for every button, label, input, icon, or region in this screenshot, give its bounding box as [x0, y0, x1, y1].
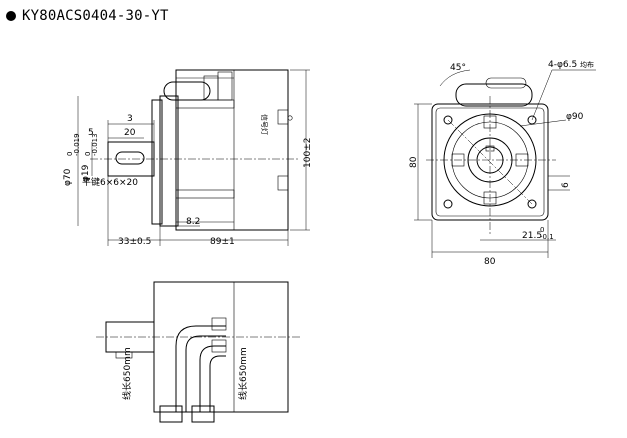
- mounting-flange: [159, 95, 179, 227]
- mount-hole: [443, 115, 453, 125]
- holes-spec: 4-φ6.5: [548, 60, 577, 70]
- shaft-keyway: [115, 151, 145, 165]
- mount-hole: [443, 199, 453, 209]
- mount-hole: [527, 199, 537, 209]
- mount-hole: [527, 115, 537, 125]
- bottom-view: 线长650mm 线长650mm: [96, 281, 300, 423]
- drawing-title: KY80ACS0404-30-YT: [22, 8, 169, 24]
- dim-80-h: 80: [484, 257, 496, 267]
- dim-89: 89±1: [210, 237, 235, 247]
- cable-connector: [191, 405, 215, 423]
- dim-80-v: 80: [409, 156, 419, 168]
- dim-21-5: 21.5: [522, 231, 542, 241]
- dim-phi19: φ19: [81, 164, 91, 182]
- dim-phi90: φ90: [566, 112, 584, 122]
- dim-phi70-tol: 0-0.019: [66, 133, 81, 156]
- dim-8-2: 8.2: [186, 217, 200, 227]
- dim-3: 3: [127, 114, 133, 124]
- motor-body: [175, 69, 289, 231]
- dim-21-5-tol: 0-0.1: [540, 226, 554, 241]
- cable-length-2: 线长650mm: [237, 347, 249, 400]
- dim-20: 20: [124, 128, 136, 138]
- indicator-light: [287, 115, 293, 121]
- front-connector: [455, 83, 533, 107]
- connector-top: [163, 81, 211, 101]
- dim-5: 5: [88, 128, 94, 138]
- cable-2: [199, 345, 226, 412]
- side-view: 信号灯 3 5 20 φ70 0-0.019 φ19 0-0.013 平键6×6…: [63, 69, 313, 247]
- bullet-icon: [6, 11, 16, 21]
- dim-33: 33±0.5: [118, 237, 151, 247]
- cable-1: [175, 325, 226, 412]
- dim-6: 6: [561, 182, 571, 188]
- dim-phi70: φ70: [63, 168, 73, 186]
- dim-phi19-tol: 0-0.013: [84, 133, 99, 156]
- cable-length-1: 线长650mm: [121, 347, 133, 400]
- indicator-label: 信号灯: [260, 114, 269, 135]
- holes-suffix: 均布: [580, 60, 594, 69]
- title-row: KY80ACS0404-30-YT: [6, 6, 169, 26]
- bottom-body: [153, 281, 289, 413]
- cable-connector: [159, 405, 183, 423]
- angle-45: 45°: [450, 63, 466, 73]
- flange-pilot: [151, 99, 163, 225]
- dim-100: 100±2: [303, 138, 313, 168]
- front-view: 45° 4-φ6.5 均布 φ90 80 6 21.5 0-0.1 80: [409, 60, 596, 267]
- key-spec: 平键6×6×20: [82, 176, 138, 188]
